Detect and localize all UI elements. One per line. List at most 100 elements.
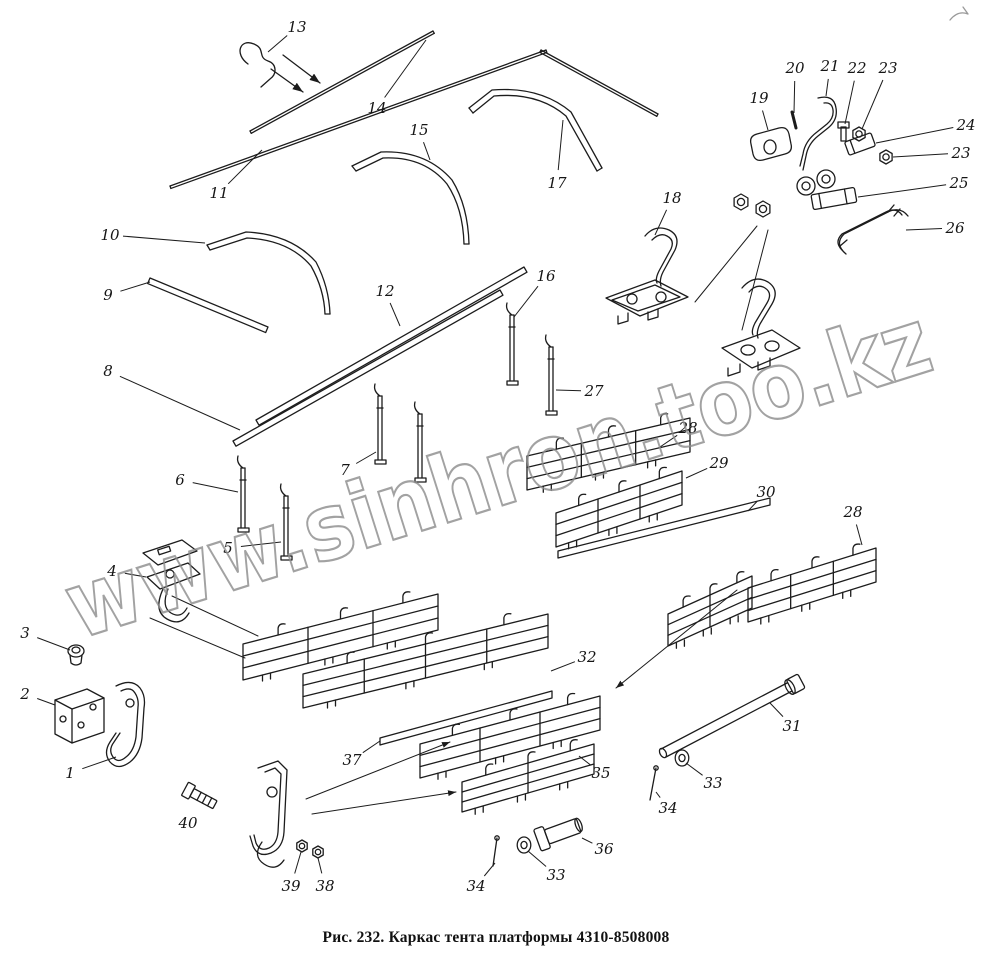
part-callout: 27 bbox=[583, 382, 604, 400]
panel-slat bbox=[555, 493, 683, 537]
panel-foot bbox=[608, 526, 618, 537]
panel-slat bbox=[526, 428, 691, 468]
panel-hook bbox=[566, 692, 576, 706]
bracket-strap-left bbox=[249, 760, 288, 868]
rod-end bbox=[432, 30, 435, 34]
flat-strip bbox=[255, 266, 528, 426]
part-callout: 21 bbox=[819, 57, 839, 75]
rod-end bbox=[169, 185, 172, 190]
panel-slat bbox=[526, 440, 691, 480]
hex-nut bbox=[755, 200, 771, 218]
post-base bbox=[374, 459, 387, 465]
cotter-pin bbox=[649, 767, 657, 801]
attach-arrows-13 bbox=[270, 54, 321, 93]
post-hook bbox=[505, 302, 513, 316]
leader-line bbox=[122, 235, 206, 244]
leader-line bbox=[875, 127, 954, 144]
leader-line bbox=[685, 467, 708, 479]
cylinder-24 bbox=[844, 132, 876, 156]
hex-nut-hole bbox=[298, 842, 306, 850]
panel-foot bbox=[261, 672, 272, 682]
post-hook bbox=[413, 401, 421, 415]
part-callout: 10 bbox=[100, 226, 120, 244]
part-callout: 36 bbox=[594, 840, 614, 858]
part-callout: 24 bbox=[955, 116, 975, 134]
part-callout: 40 bbox=[177, 814, 198, 832]
rod-line bbox=[249, 30, 434, 132]
part-callout: 23 bbox=[950, 144, 970, 162]
leader-line bbox=[581, 837, 593, 844]
part-callout: 25 bbox=[948, 174, 968, 192]
panel-foot bbox=[760, 615, 770, 625]
leader-line bbox=[124, 572, 147, 578]
rod-line bbox=[250, 32, 435, 134]
slat-panel bbox=[379, 690, 553, 746]
flat-strip bbox=[147, 277, 269, 334]
panel-hook bbox=[402, 591, 411, 604]
panel-foot bbox=[542, 483, 552, 493]
panel-foot bbox=[405, 680, 415, 690]
leader-line bbox=[855, 524, 863, 546]
panel-hook bbox=[660, 413, 669, 426]
panel-foot bbox=[494, 755, 505, 765]
callout-leaders-layer bbox=[37, 35, 954, 877]
part-callout: 35 bbox=[591, 764, 610, 782]
part-callout: 16 bbox=[536, 267, 556, 285]
panel-foot bbox=[646, 459, 657, 469]
panel-slat bbox=[555, 481, 683, 525]
leader-line bbox=[654, 209, 668, 236]
post-hook bbox=[279, 483, 287, 497]
panel-foot bbox=[729, 615, 739, 625]
part-callout: 1 bbox=[65, 764, 75, 782]
leader-line bbox=[483, 862, 496, 877]
leader-line bbox=[685, 762, 703, 776]
part-callout: 33 bbox=[703, 774, 722, 792]
leader-line bbox=[317, 857, 323, 874]
part-callout: 20 bbox=[784, 59, 805, 77]
slat-panel bbox=[557, 497, 771, 559]
part-callout: 2 bbox=[19, 685, 30, 703]
part-callout: 4 bbox=[106, 562, 117, 580]
panel-foot bbox=[474, 805, 484, 815]
part-callout: 28 bbox=[677, 419, 697, 437]
panel-hook bbox=[569, 739, 578, 752]
leader-line bbox=[861, 79, 884, 130]
strap-1 bbox=[105, 681, 146, 768]
panel-foot bbox=[594, 471, 605, 481]
hex-nut bbox=[733, 193, 749, 211]
part-callout: 17 bbox=[547, 174, 567, 192]
cotter-pin-head bbox=[653, 765, 659, 771]
leader-line bbox=[747, 501, 758, 512]
part-callout: 23 bbox=[877, 59, 897, 77]
static-drawing-layer bbox=[54, 6, 969, 868]
leader-line bbox=[389, 302, 401, 327]
panel-hook bbox=[709, 583, 718, 596]
panel-slat bbox=[747, 570, 877, 612]
leader-line bbox=[557, 119, 564, 171]
panel-hook bbox=[578, 493, 587, 507]
part-callout: 15 bbox=[409, 121, 428, 139]
part-callout: 8 bbox=[103, 362, 113, 380]
slat-panel bbox=[242, 593, 439, 681]
part-callout: 28 bbox=[842, 503, 862, 521]
panel-slat bbox=[419, 706, 601, 756]
part-callout: 37 bbox=[342, 751, 362, 769]
panel-hook bbox=[852, 543, 861, 556]
bow-frame-17 bbox=[468, 88, 603, 172]
hex-nut-hole bbox=[882, 153, 890, 161]
panel-foot bbox=[326, 699, 337, 709]
part-callout: 26 bbox=[944, 219, 965, 237]
washer-hole bbox=[678, 753, 686, 763]
part-callout: 39 bbox=[281, 877, 301, 895]
leader-line bbox=[119, 375, 241, 431]
part-callout: 38 bbox=[315, 877, 334, 895]
leader-line bbox=[892, 153, 949, 158]
hex-nut-hole bbox=[736, 197, 746, 207]
bracket-2 bbox=[54, 688, 105, 744]
part-callout: 3 bbox=[20, 624, 30, 642]
leader-line bbox=[555, 389, 582, 392]
rod-31 bbox=[658, 673, 806, 759]
